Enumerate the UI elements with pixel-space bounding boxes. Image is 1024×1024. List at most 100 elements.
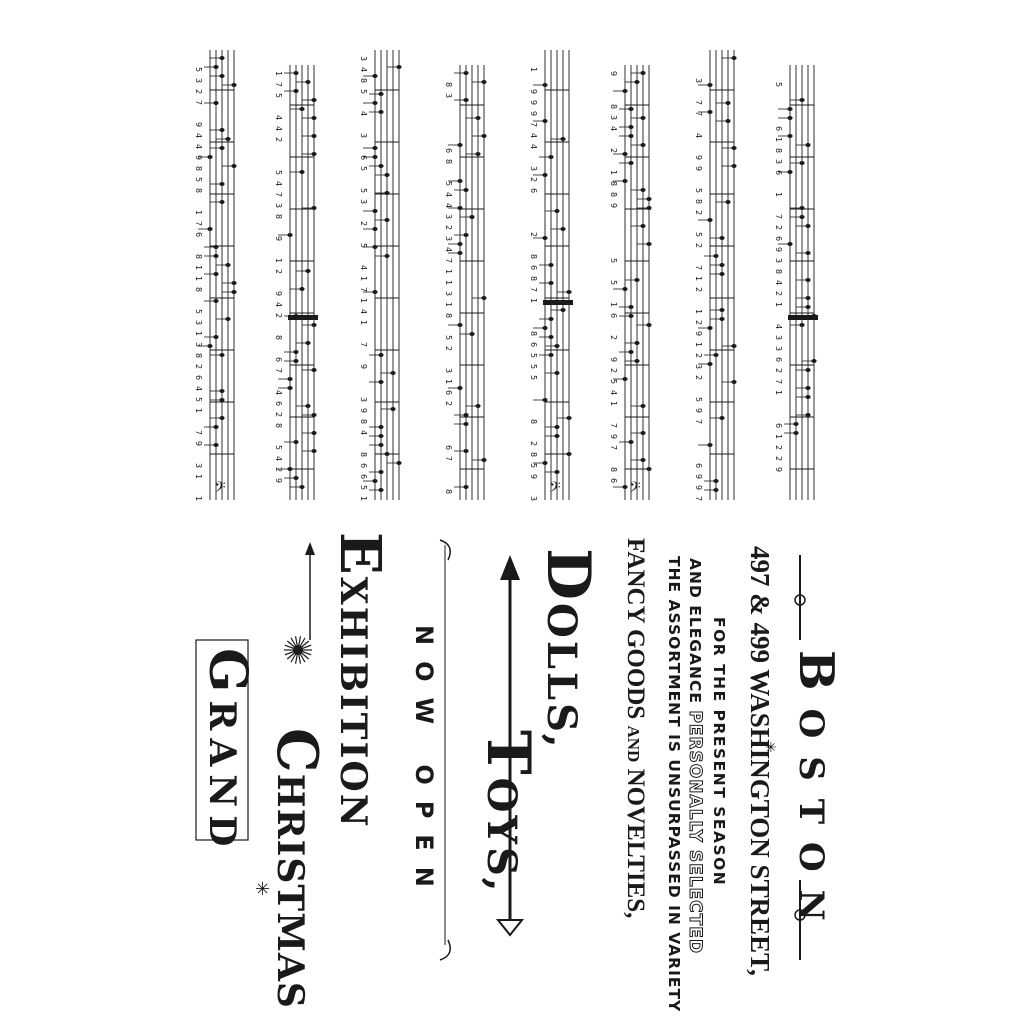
svg-text:6: 6 [609, 478, 618, 483]
svg-text:7: 7 [694, 265, 703, 270]
svg-text:9: 9 [529, 100, 538, 105]
svg-text:1: 1 [194, 474, 203, 479]
svg-text:8: 8 [194, 287, 203, 292]
sunburst-ornament-icon [297, 640, 310, 651]
toys-initial: T [473, 730, 543, 778]
sunburst-ornament-icon [293, 645, 303, 655]
svg-text:8: 8 [359, 419, 368, 424]
fancy-goods-line: FANCY GOODS AND NOVELTIES, [622, 538, 649, 918]
svg-text:2: 2 [359, 221, 368, 226]
svg-text:2: 2 [694, 210, 703, 215]
svg-text:5: 5 [194, 309, 203, 314]
svg-text:6: 6 [774, 236, 783, 241]
svg-text:2: 2 [444, 346, 453, 351]
svg-text:9: 9 [609, 357, 618, 362]
svg-text:𝄢: 𝄢 [629, 479, 641, 500]
svg-text:6: 6 [774, 126, 783, 131]
svg-text:8: 8 [529, 254, 538, 259]
season-line: FOR THE PRESENT SEASON [710, 617, 728, 887]
svg-text:1: 1 [194, 210, 203, 215]
svg-text:5: 5 [529, 353, 538, 358]
svg-text:6: 6 [359, 474, 368, 479]
svg-text:3: 3 [529, 166, 538, 171]
svg-text:5: 5 [274, 93, 283, 98]
svg-text:7: 7 [194, 100, 203, 105]
sunburst-ornament-icon [297, 637, 306, 651]
svg-text:4: 4 [274, 456, 283, 461]
arrow-ornament-icon [500, 555, 520, 580]
svg-text:1: 1 [529, 298, 538, 303]
sunburst-ornament-icon [284, 649, 299, 656]
address-line: 497 & 499 WASHINGTON STREET, [745, 546, 775, 976]
svg-text:3: 3 [774, 258, 783, 263]
svg-text:8: 8 [274, 335, 283, 340]
svg-text:2: 2 [694, 353, 703, 358]
exhibition-initial: E [327, 532, 393, 577]
svg-text:8: 8 [274, 214, 283, 219]
elegance-prefix: AND ELEGANCE [686, 558, 704, 711]
svg-text:6: 6 [774, 423, 783, 428]
svg-text:8: 8 [359, 78, 368, 83]
svg-text:4: 4 [444, 192, 453, 197]
svg-text:9: 9 [774, 467, 783, 472]
svg-text:1: 1 [694, 276, 703, 281]
svg-text:9: 9 [194, 441, 203, 446]
svg-text:3: 3 [444, 93, 453, 98]
svg-text:1: 1 [774, 137, 783, 142]
svg-text:1: 1 [774, 302, 783, 307]
svg-text:2: 2 [609, 368, 618, 373]
svg-text:8: 8 [444, 489, 453, 494]
svg-text:8: 8 [444, 159, 453, 164]
exhibition-rest: XHIBITION [332, 576, 374, 829]
svg-text:4: 4 [694, 133, 703, 138]
svg-text:9: 9 [359, 364, 368, 369]
sunburst-ornament-icon [286, 649, 299, 660]
svg-text:3: 3 [359, 56, 368, 61]
svg-text:7: 7 [194, 430, 203, 435]
music-staff-icon: 5327944985817681185313826451793111754425… [194, 50, 818, 501]
boston-rest: OSTON [791, 708, 831, 939]
svg-text:3: 3 [359, 397, 368, 402]
svg-text:6: 6 [274, 401, 283, 406]
svg-text:8: 8 [529, 452, 538, 457]
svg-text:1: 1 [444, 302, 453, 307]
svg-text:8: 8 [774, 269, 783, 274]
svg-text:3: 3 [444, 368, 453, 373]
svg-text:9: 9 [359, 408, 368, 413]
svg-text:4: 4 [274, 390, 283, 395]
svg-text:6: 6 [274, 357, 283, 362]
svg-text:5: 5 [609, 258, 618, 263]
svg-text:7: 7 [444, 258, 453, 263]
svg-text:3: 3 [194, 78, 203, 83]
svg-text:6: 6 [444, 390, 453, 395]
svg-text:2: 2 [694, 243, 703, 248]
assortment-line: THE ASSORTMENT IS UNSURPASSED IN VARIETY [665, 556, 683, 1013]
svg-text:6: 6 [444, 445, 453, 450]
svg-text:3: 3 [609, 115, 618, 120]
svg-text:1: 1 [444, 269, 453, 274]
svg-text:4: 4 [609, 390, 618, 395]
svg-text:1: 1 [694, 342, 703, 347]
svg-text:4: 4 [359, 67, 368, 72]
sunburst-ornament-icon [294, 636, 299, 651]
svg-text:𝄢: 𝄢 [549, 479, 561, 500]
svg-text:9: 9 [609, 434, 618, 439]
svg-text:3: 3 [694, 364, 703, 369]
svg-text:1: 1 [444, 280, 453, 285]
fancy-and: AND [624, 725, 643, 763]
now-open-text: NOW OPEN [410, 625, 438, 903]
flourish-ornament-icon [794, 594, 806, 606]
svg-text:8: 8 [694, 199, 703, 204]
fancy-part1: FANCY GOODS [622, 538, 649, 726]
svg-text:7: 7 [774, 379, 783, 384]
svg-text:1: 1 [774, 192, 783, 197]
svg-text:3: 3 [194, 463, 203, 468]
svg-text:9: 9 [529, 111, 538, 116]
svg-text:8: 8 [194, 254, 203, 259]
svg-text:3: 3 [359, 199, 368, 204]
svg-text:6: 6 [774, 357, 783, 362]
svg-text:1: 1 [774, 390, 783, 395]
svg-text:9: 9 [194, 155, 203, 160]
